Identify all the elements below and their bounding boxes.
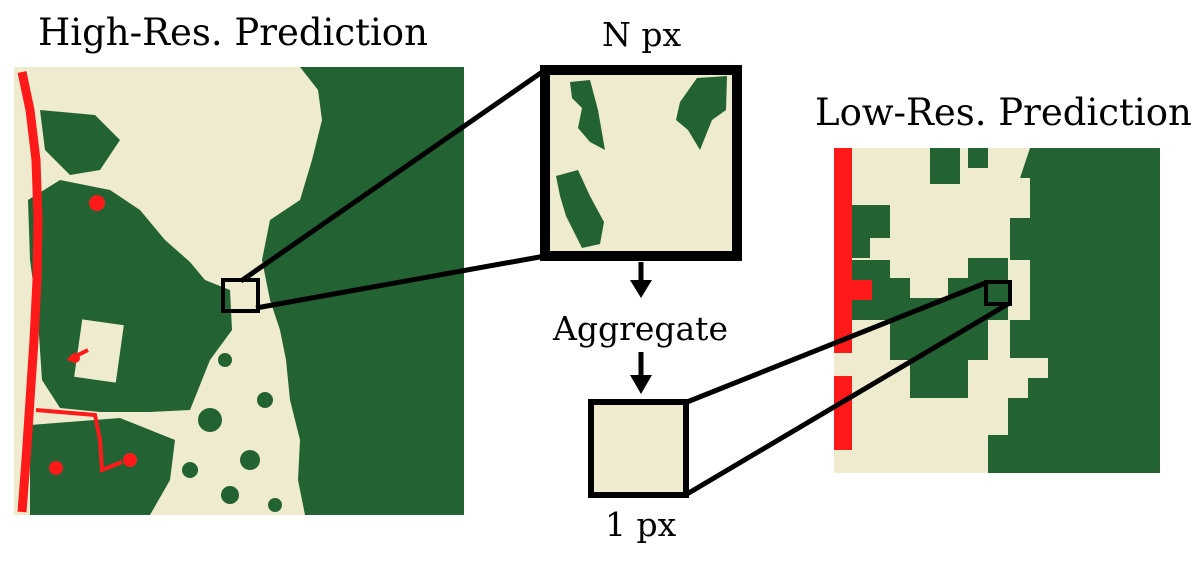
high-res-road-blob (89, 195, 105, 211)
low-res-forest-block (968, 148, 988, 168)
low-res-title: Low-Res. Prediction (815, 91, 1192, 134)
low-res-road (834, 148, 852, 353)
high-res-patch (198, 408, 222, 432)
low-res-forest-block (930, 148, 960, 184)
inset-forest (556, 170, 604, 248)
low-res-land-cell (834, 300, 852, 320)
high-res-road-blob (123, 453, 137, 467)
arrow-to-aggregate (630, 262, 652, 298)
inset-forest (676, 76, 727, 150)
zoom-line-bottom (255, 253, 546, 311)
inset-forest (570, 80, 605, 150)
low-res-land-cell (1010, 378, 1028, 398)
high-res-patch (182, 462, 198, 478)
n-px-inset (540, 65, 742, 261)
high-res-patch (268, 498, 282, 512)
high-res-road-blob (49, 461, 63, 475)
aggregate-label: Aggregate (553, 309, 728, 348)
low-res-road (834, 376, 852, 450)
low-res-road (852, 280, 872, 300)
arrow-to-1px (630, 352, 652, 394)
high-res-patch (240, 450, 260, 470)
one-px-label: 1 px (605, 505, 677, 544)
high-res-map (14, 67, 464, 515)
n-px-label: N px (602, 15, 682, 54)
high-res-road-blob (70, 353, 80, 363)
link-line-bottom (685, 301, 1010, 497)
zoom-line-top (239, 67, 547, 284)
high-res-patch (221, 486, 239, 504)
high-res-patch (257, 392, 273, 408)
high-res-patch (218, 353, 232, 367)
high-res-road-branch (35, 408, 123, 473)
one-px-box (588, 399, 689, 498)
inset-frame (540, 65, 742, 261)
high-res-road-main (17, 71, 43, 513)
high-res-clearing (74, 319, 124, 383)
low-res-map (834, 148, 1160, 473)
low-res-forest-right (988, 148, 1160, 473)
high-res-title: High-Res. Prediction (38, 11, 428, 54)
low-res-selection-box (984, 280, 1012, 306)
link-line-top (686, 279, 989, 405)
low-res-forest-left (852, 205, 890, 258)
low-res-forest-mid (852, 258, 1008, 398)
high-res-forest-topleft (40, 110, 120, 175)
